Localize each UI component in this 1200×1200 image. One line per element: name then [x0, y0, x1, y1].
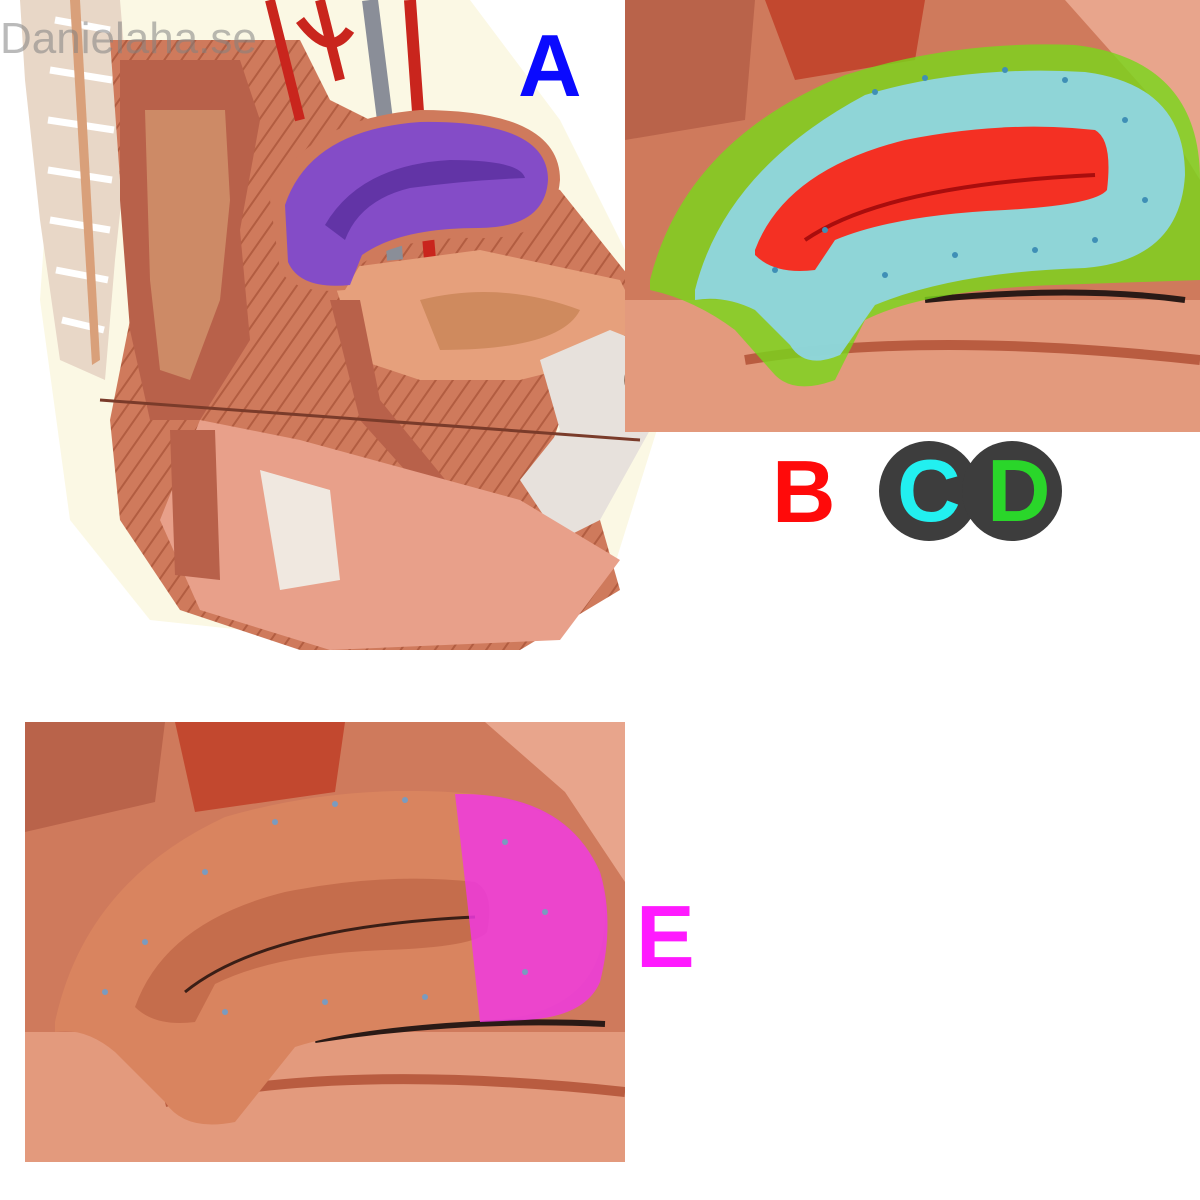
label-a: A [518, 16, 582, 115]
label-d-disk [962, 441, 1062, 541]
label-e: E [636, 887, 695, 986]
fundus-highlight [455, 793, 608, 1022]
layers-closeup-drawing [625, 0, 1200, 432]
label-b: B [772, 442, 836, 541]
fundus-closeup-drawing [25, 722, 625, 1162]
label-cd-group: C D [879, 441, 1062, 541]
full-section-photo [0, 0, 660, 660]
endometrium-highlight [755, 126, 1109, 272]
layers-closeup-photo [625, 0, 1200, 432]
label-d: D [987, 441, 1051, 540]
fundus-closeup-photo [25, 722, 625, 1162]
label-c: C [897, 441, 961, 540]
spine-column [20, 0, 130, 380]
full-section-drawing [0, 0, 660, 660]
watermark-text: Danielaha.se [0, 14, 257, 63]
